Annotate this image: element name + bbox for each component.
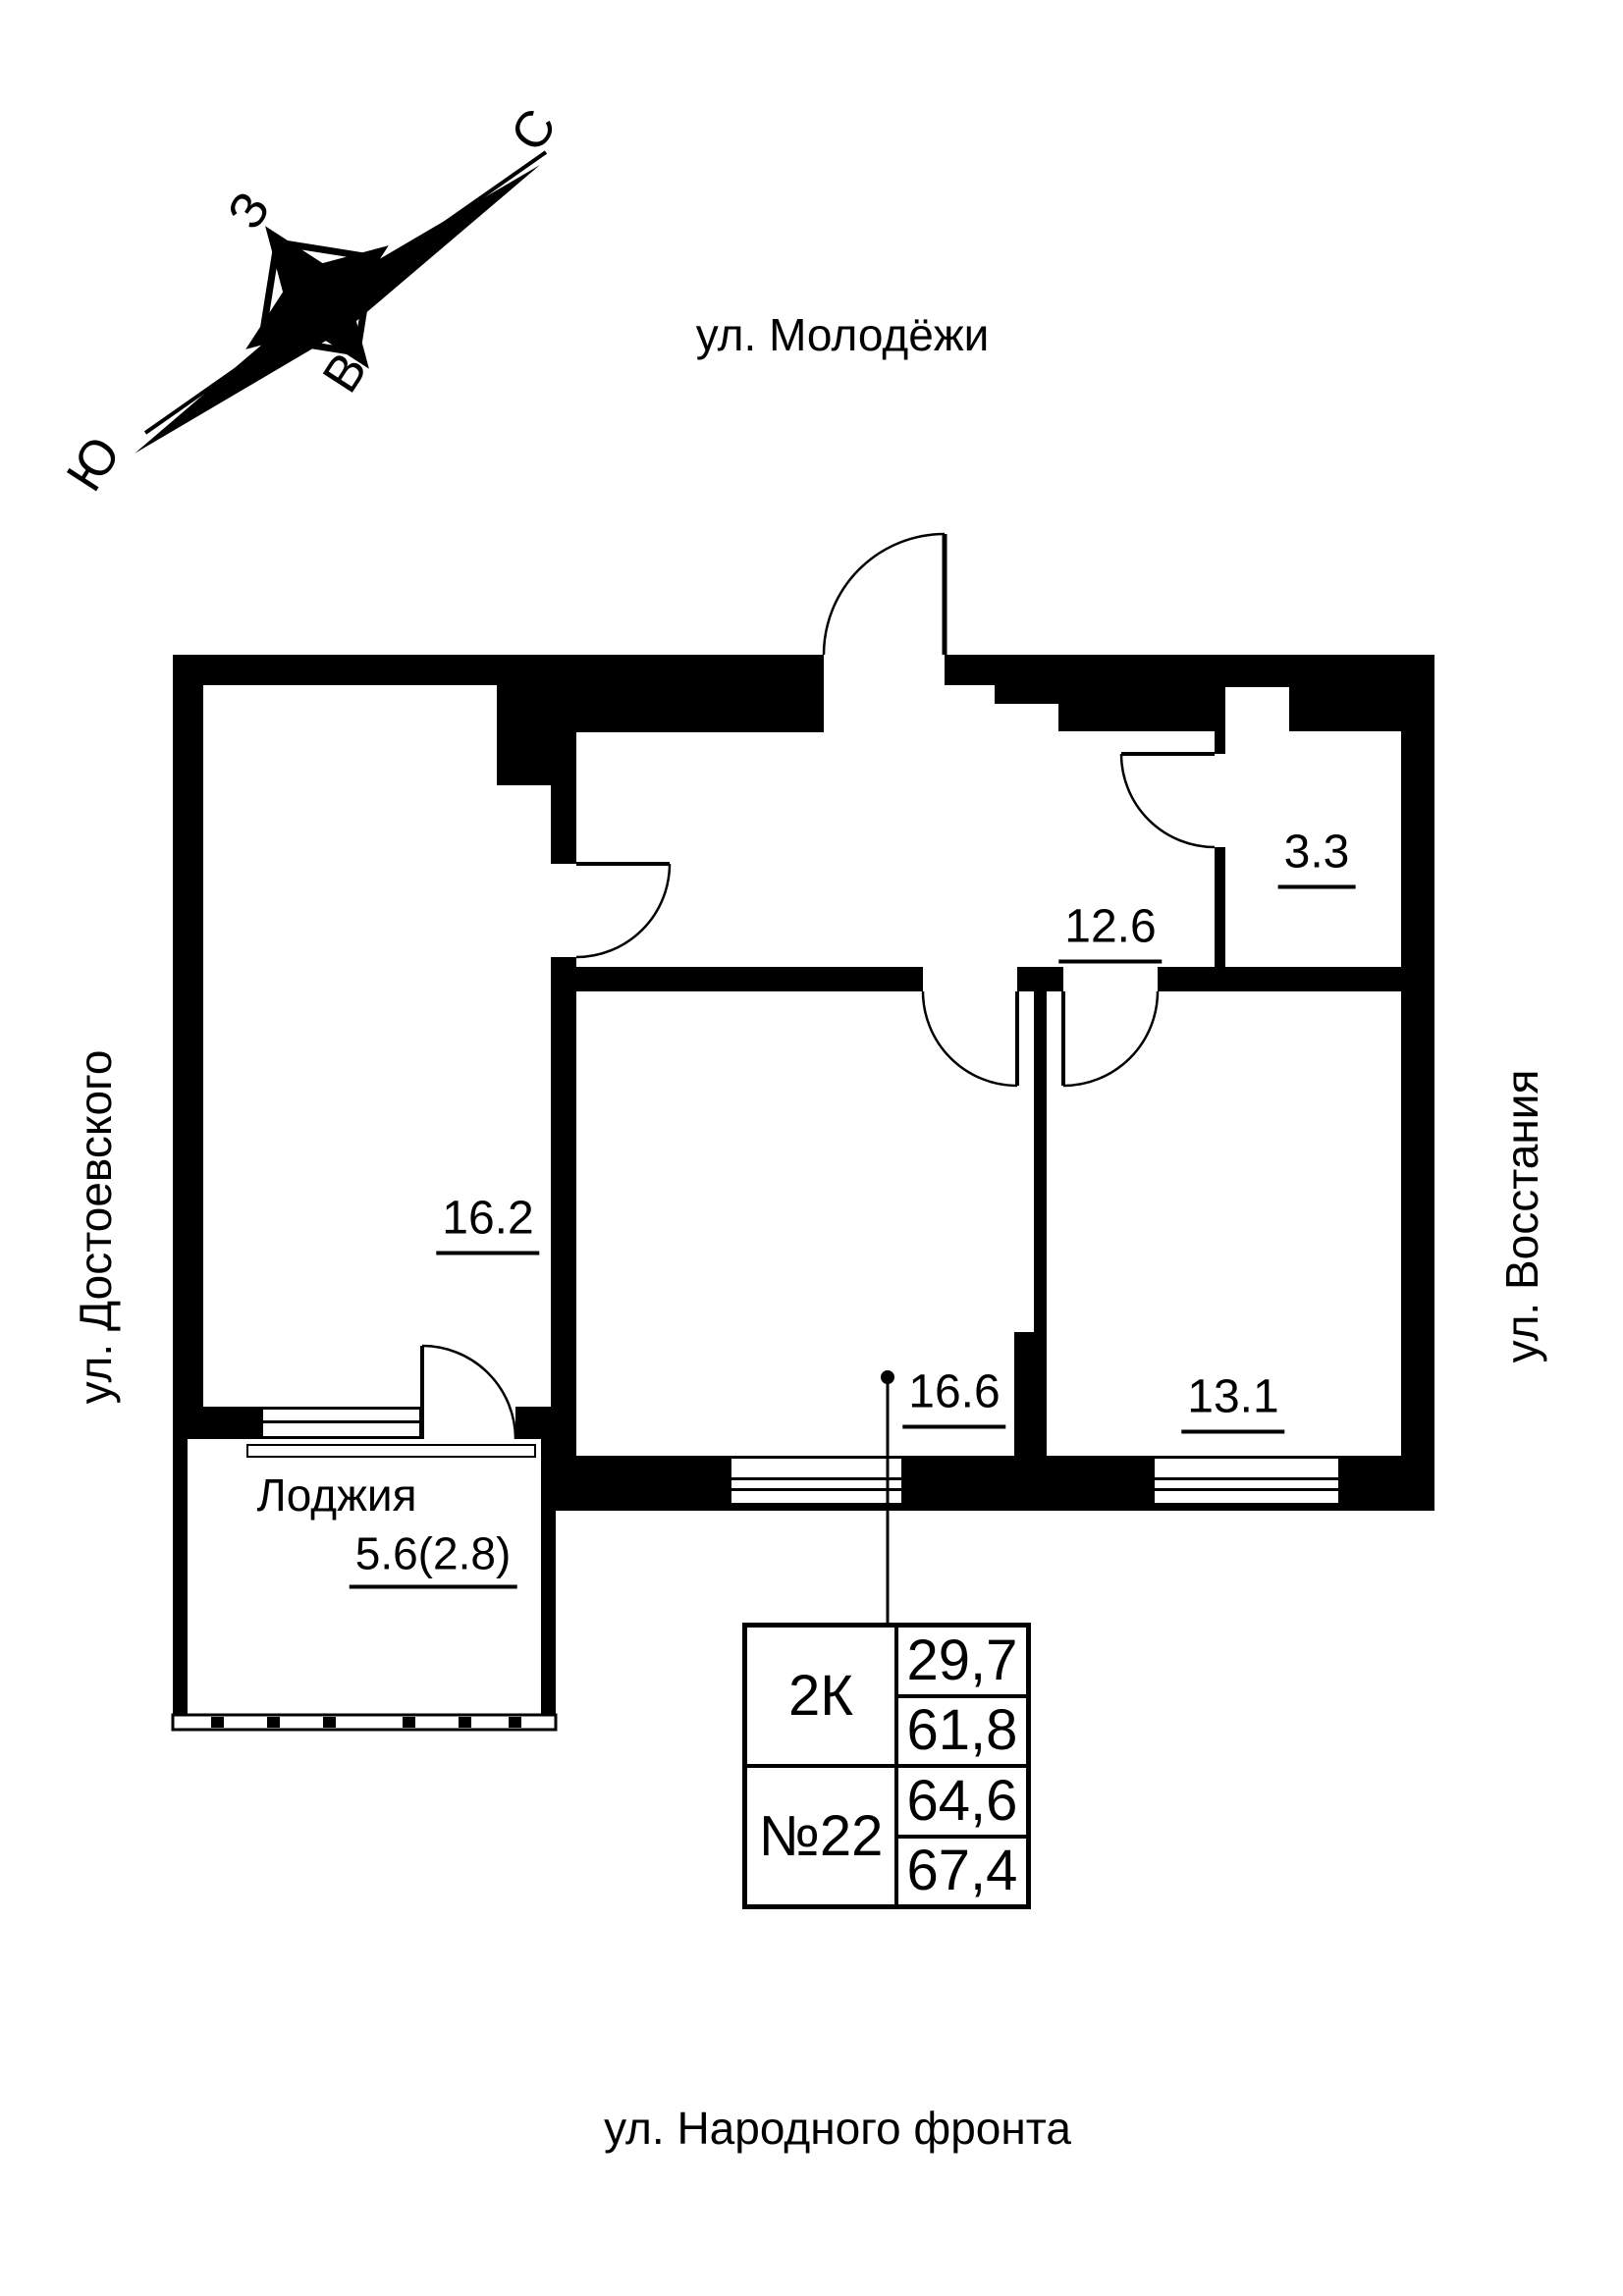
room-label-bedroom2: 13.1 — [1181, 1372, 1285, 1434]
bathroom-door — [1119, 752, 1216, 849]
room-label-bedroom1: 16.6 — [902, 1367, 1006, 1429]
street-label-left: ул. Достоевского — [70, 1049, 121, 1405]
doors — [420, 532, 1216, 1440]
total-area-cell: 67,4 — [906, 1839, 1018, 1903]
balcony-door — [420, 1344, 517, 1440]
loggia-glazing-ticks — [211, 1717, 521, 1728]
walls — [173, 655, 1434, 1511]
room-label-hall: 12.6 — [1058, 902, 1163, 964]
windows — [246, 1407, 1338, 1511]
living-room-door — [575, 862, 672, 959]
street-label-bottom: ул. Народного фронта — [604, 2103, 1071, 2154]
street-label-top: ул. Молодёжи — [695, 309, 990, 360]
apartment-type-cell: 2К — [747, 1628, 894, 1768]
loggia-walls — [171, 1439, 558, 1732]
area-row3-cell: 64,6 — [898, 1768, 1026, 1839]
room-label-bath: 3.3 — [1277, 828, 1356, 889]
window-bedroom2 — [1155, 1456, 1338, 1511]
compass-north-label: С — [500, 99, 568, 161]
living-area-cell: 29,7 — [898, 1628, 1026, 1698]
apartment-info-table: 2К №22 29,7 61,8 64,6 67,4 — [742, 1623, 1031, 1909]
compass-needle — [135, 165, 540, 454]
bedroom2-door — [1061, 990, 1160, 1088]
area-row2-cell: 61,8 — [898, 1698, 1026, 1768]
bedroom1-door — [921, 990, 1019, 1088]
loggia-area-label: 5.6(2.8) — [349, 1529, 517, 1589]
street-label-right: ул. Восстания — [1496, 1069, 1547, 1363]
window-living — [246, 1407, 536, 1458]
entrance-door — [822, 532, 947, 656]
loggia-label: Лоджия — [256, 1469, 417, 1521]
compass-rose-icon: С З В Ю — [56, 99, 568, 501]
leader-line — [881, 1370, 894, 1623]
room-label-living: 16.2 — [436, 1194, 540, 1255]
window-bedroom1 — [731, 1456, 901, 1511]
compass-south-label: Ю — [56, 427, 132, 502]
wall-notch — [1225, 687, 1289, 731]
apartment-number-cell: №22 — [758, 1803, 884, 1868]
